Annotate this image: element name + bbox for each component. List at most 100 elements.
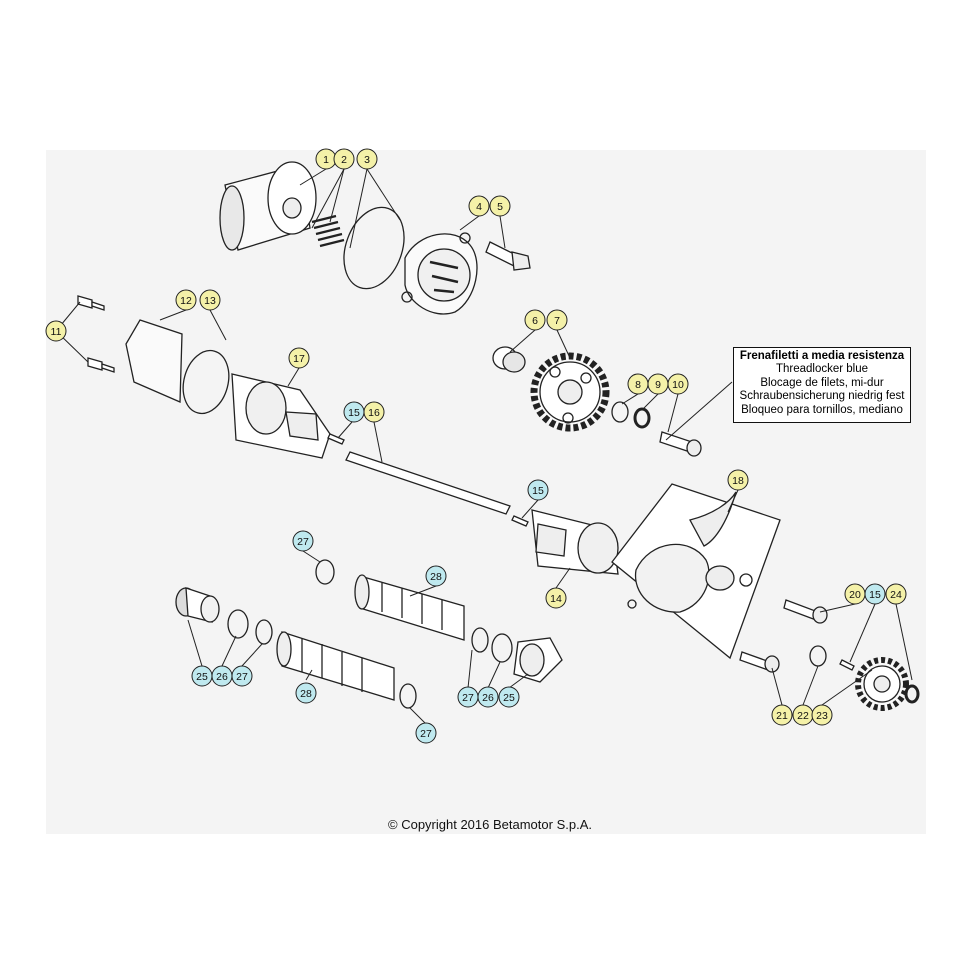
svg-text:28: 28 <box>430 571 442 583</box>
callout-15-middle: 15 <box>527 479 549 501</box>
circlip-part <box>904 684 920 704</box>
gear-pin-part <box>839 659 855 671</box>
callout-15-right: 15 <box>864 583 886 605</box>
svg-text:13: 13 <box>204 295 216 307</box>
svg-text:18: 18 <box>732 475 744 487</box>
note-line-french: Blocage de filets, mi-dur <box>760 376 884 389</box>
filter-cover-part <box>401 232 478 315</box>
cover-plate-part <box>125 319 183 403</box>
svg-text:28: 28 <box>300 688 312 700</box>
screws-part <box>77 295 115 373</box>
svg-text:10: 10 <box>672 379 684 391</box>
svg-text:26: 26 <box>216 671 228 683</box>
callout-13: 13 <box>199 289 221 311</box>
svg-text:12: 12 <box>180 295 192 307</box>
callout-12: 12 <box>175 289 197 311</box>
svg-text:9: 9 <box>655 379 661 391</box>
svg-text:1: 1 <box>323 154 329 166</box>
callout-22: 22 <box>792 704 814 726</box>
svg-text:15: 15 <box>532 485 544 497</box>
threadlocker-note: Frenafiletti a media resistenza Threadlo… <box>733 347 911 423</box>
svg-text:25: 25 <box>503 692 515 704</box>
svg-text:20: 20 <box>849 589 861 601</box>
upper-valve-28-part <box>354 574 465 641</box>
callout-5: 5 <box>489 195 511 217</box>
pump-body-part <box>611 483 781 660</box>
svg-text:23: 23 <box>816 710 828 722</box>
svg-text:27: 27 <box>462 692 474 704</box>
lock-ring-part <box>633 407 651 429</box>
upper-ring-27-part <box>315 559 335 585</box>
svg-text:5: 5 <box>497 201 503 213</box>
svg-text:15: 15 <box>348 407 360 419</box>
screw-part <box>659 431 702 457</box>
ring-26-mid-part <box>491 633 513 663</box>
callout-27-mid: 27 <box>457 686 479 708</box>
callout-16: 16 <box>363 401 385 423</box>
callout-26-left: 26 <box>211 665 233 687</box>
callout-7: 7 <box>546 309 568 331</box>
callout-15-upper: 15 <box>343 401 365 423</box>
callout-27-lower: 27 <box>415 722 437 744</box>
spring-part <box>311 214 345 248</box>
svg-text:27: 27 <box>297 536 309 548</box>
callout-10: 10 <box>667 373 689 395</box>
svg-text:24: 24 <box>890 589 902 601</box>
svg-text:11: 11 <box>51 326 62 338</box>
svg-text:25: 25 <box>196 671 208 683</box>
bolt-part <box>485 241 531 271</box>
callout-11: 11 <box>45 320 67 342</box>
callout-23: 23 <box>811 704 833 726</box>
o-ring-part <box>343 206 405 290</box>
callout-18: 18 <box>727 469 749 491</box>
lower-valve-28-part <box>276 631 395 701</box>
callout-14: 14 <box>545 587 567 609</box>
svg-text:27: 27 <box>236 671 248 683</box>
note-line-german: Schraubensicherung niedrig fest <box>739 390 905 403</box>
svg-text:27: 27 <box>420 728 432 740</box>
oil-filter-part <box>219 161 317 251</box>
lower-ring-27-part <box>399 683 417 709</box>
callout-1: 1 <box>315 148 337 170</box>
washer-part <box>611 401 629 423</box>
callout-2: 2 <box>333 148 355 170</box>
svg-text:14: 14 <box>550 593 562 605</box>
gear-washer-part <box>809 645 827 667</box>
copyright-text: © Copyright 2016 Betamotor S.p.A. <box>388 817 592 832</box>
callout-28-upper: 28 <box>425 565 447 587</box>
svg-text:3: 3 <box>364 154 370 166</box>
seal-left-27-part <box>255 619 273 645</box>
callout-20: 20 <box>844 583 866 605</box>
seal-left-26-part <box>227 609 249 639</box>
callout-17: 17 <box>288 347 310 369</box>
svg-text:4: 4 <box>476 201 482 213</box>
callout-28-lower: 28 <box>295 682 317 704</box>
callout-6: 6 <box>524 309 546 331</box>
pump-shaft-part <box>327 433 529 527</box>
rotor-group-17-part <box>231 373 331 459</box>
callout-21: 21 <box>771 704 793 726</box>
svg-text:6: 6 <box>532 315 538 327</box>
callout-25-mid: 25 <box>498 686 520 708</box>
svg-text:26: 26 <box>482 692 494 704</box>
svg-text:17: 17 <box>293 353 305 365</box>
svg-text:16: 16 <box>368 407 380 419</box>
ring-27-mid-part <box>471 627 489 653</box>
cover-o-ring-part <box>182 349 230 415</box>
svg-text:15: 15 <box>869 589 881 601</box>
cap-25-right-part <box>513 637 563 683</box>
note-line-italian: Frenafiletti a media resistenza <box>739 350 905 362</box>
callout-24: 24 <box>885 583 907 605</box>
pump-gear-part <box>530 352 610 432</box>
rotor-group-14-part <box>531 509 619 575</box>
plug-left-part <box>175 587 220 623</box>
callout-8: 8 <box>627 373 649 395</box>
small-gear-part <box>855 657 909 711</box>
svg-text:7: 7 <box>554 315 560 327</box>
callout-3: 3 <box>356 148 378 170</box>
svg-text:22: 22 <box>797 710 809 722</box>
bushing-part <box>492 346 526 373</box>
callout-4: 4 <box>468 195 490 217</box>
callout-9: 9 <box>647 373 669 395</box>
